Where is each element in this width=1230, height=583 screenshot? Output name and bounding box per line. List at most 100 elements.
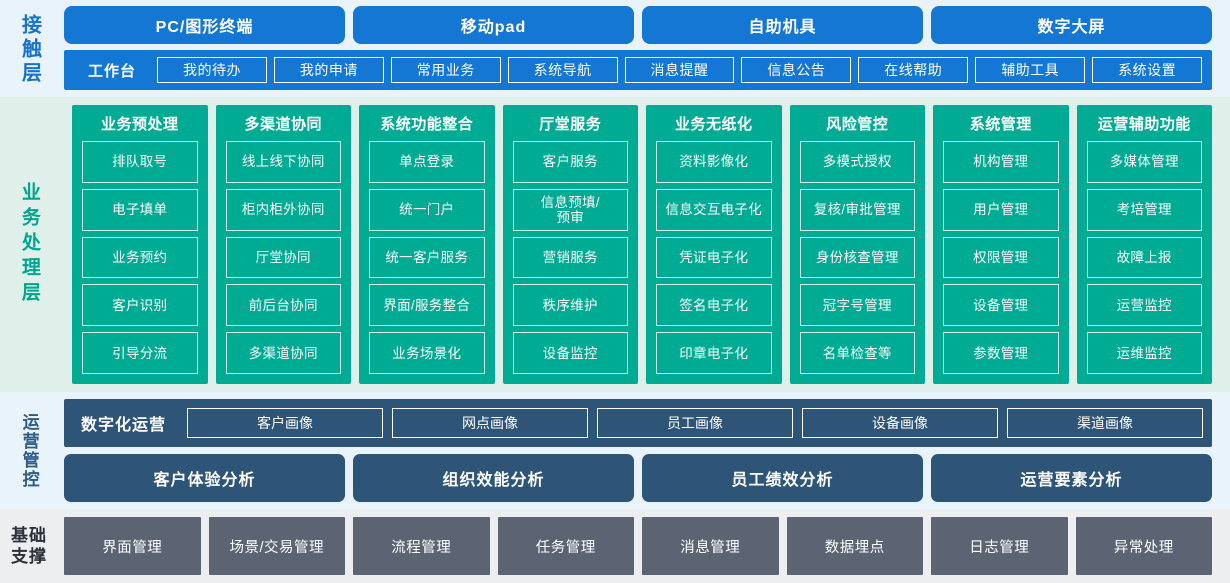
portrait-item[interactable]: 客户画像 — [187, 408, 384, 438]
business-item[interactable]: 引导分流 — [82, 332, 198, 374]
business-item[interactable]: 统一客户服务 — [369, 236, 485, 279]
business-column-title: 风险管控 — [826, 116, 889, 133]
business-item[interactable]: 排队取号 — [82, 141, 198, 183]
foundation-item[interactable]: 流程管理 — [353, 517, 490, 575]
business-item[interactable]: 设备管理 — [943, 284, 1059, 327]
analysis-item[interactable]: 客户体验分析 — [64, 454, 345, 502]
business-column: 风险管控 多模式授权 复核/审批管理 身份核查管理 冠字号管理 名单检查等 — [789, 105, 925, 384]
business-item[interactable]: 前后台协同 — [225, 284, 341, 327]
business-item[interactable]: 界面/服务整合 — [369, 284, 485, 327]
business-item[interactable]: 名单检查等 — [799, 332, 915, 374]
business-column-title: 业务预处理 — [100, 116, 179, 133]
business-item[interactable]: 设备监控 — [512, 332, 628, 374]
foundation-item[interactable]: 场景/交易管理 — [208, 517, 345, 575]
business-item[interactable]: 厅堂协同 — [225, 236, 341, 279]
business-layer-label: 业务处理层 — [0, 105, 58, 384]
business-item[interactable]: 信息交互电子化 — [656, 188, 772, 231]
channel-button[interactable]: 移动pad — [353, 6, 634, 44]
foundation-item[interactable]: 界面管理 — [64, 517, 201, 575]
foundation-item-row: 界面管理 场景/交易管理 流程管理 任务管理 消息管理 数据埋点 日志管理 异常… — [58, 517, 1230, 575]
business-item[interactable]: 统一门户 — [369, 188, 485, 231]
business-item[interactable]: 秩序维护 — [512, 284, 628, 327]
contact-layer-body: PC/图形终端 移动pad 自助机具 数字大屏 工作台 我的待办 我的申请 常用… — [58, 6, 1230, 93]
channel-button-row: PC/图形终端 移动pad 自助机具 数字大屏 — [58, 6, 1230, 44]
nav-item[interactable]: 在线帮助 — [858, 57, 969, 83]
business-item-list: 多媒体管理 考培管理 故障上报 运营监控 运维监控 — [1086, 141, 1202, 374]
nav-item[interactable]: 系统设置 — [1092, 57, 1203, 83]
portrait-item[interactable]: 网点画像 — [392, 408, 589, 438]
business-item[interactable]: 复核/审批管理 — [799, 188, 915, 231]
business-item[interactable]: 信息预填/ 预审 — [512, 188, 628, 231]
business-column: 业务预处理 排队取号 电子填单 业务预约 客户识别 引导分流 — [72, 105, 208, 384]
nav-item[interactable]: 系统导航 — [507, 57, 618, 83]
contact-layer: 接触层 PC/图形终端 移动pad 自助机具 数字大屏 工作台 我的待办 我的申… — [0, 0, 1230, 97]
business-item[interactable]: 资料影像化 — [656, 141, 772, 183]
foundation-item[interactable]: 异常处理 — [1075, 517, 1212, 575]
operations-layer: 运营管控 数字化运营 客户画像 网点画像 员工画像 设备画像 渠道画像 客户体验… — [0, 392, 1230, 509]
business-item[interactable]: 柜内柜外协同 — [225, 188, 341, 231]
business-item[interactable]: 考培管理 — [1086, 188, 1202, 231]
business-column-title: 运营辅助功能 — [1097, 116, 1191, 133]
business-item[interactable]: 单点登录 — [369, 141, 485, 183]
business-column-title: 业务无纸化 — [674, 116, 753, 133]
business-layer: 业务处理层 业务预处理 排队取号 电子填单 业务预约 客户识别 引导分流 多渠道… — [0, 97, 1230, 392]
foundation-item[interactable]: 日志管理 — [931, 517, 1068, 575]
portrait-item[interactable]: 渠道画像 — [1007, 408, 1204, 438]
operations-layer-body: 数字化运营 客户画像 网点画像 员工画像 设备画像 渠道画像 客户体验分析 组织… — [58, 399, 1230, 502]
business-column: 多渠道协同 线上线下协同 柜内柜外协同 厅堂协同 前后台协同 多渠道协同 — [215, 105, 351, 384]
business-item[interactable]: 客户识别 — [82, 284, 198, 327]
nav-item[interactable]: 信息公告 — [741, 57, 852, 83]
foundation-layer-label: 基础 支撑 — [0, 517, 58, 575]
business-item[interactable]: 机构管理 — [943, 141, 1059, 183]
business-item[interactable]: 业务场景化 — [369, 332, 485, 374]
business-item[interactable]: 多模式授权 — [799, 141, 915, 183]
business-item[interactable]: 参数管理 — [943, 332, 1059, 374]
business-item[interactable]: 身份核查管理 — [799, 236, 915, 279]
business-item[interactable]: 业务预约 — [82, 236, 198, 279]
business-layer-body: 业务预处理 排队取号 电子填单 业务预约 客户识别 引导分流 多渠道协同 线上线… — [58, 105, 1230, 384]
analysis-item[interactable]: 组织效能分析 — [353, 454, 634, 502]
business-item[interactable]: 多渠道协同 — [225, 332, 341, 374]
nav-item[interactable]: 我的申请 — [273, 57, 384, 83]
workbench-nav-bar: 工作台 我的待办 我的申请 常用业务 系统导航 消息提醒 信息公告 在线帮助 辅… — [64, 50, 1212, 90]
digital-operations-row: 数字化运营 客户画像 网点画像 员工画像 设备画像 渠道画像 — [64, 399, 1212, 447]
business-item[interactable]: 权限管理 — [943, 236, 1059, 279]
business-item[interactable]: 运维监控 — [1086, 332, 1202, 374]
nav-item[interactable]: 辅助工具 — [975, 57, 1086, 83]
business-item[interactable]: 签名电子化 — [656, 284, 772, 327]
business-item[interactable]: 冠字号管理 — [799, 284, 915, 327]
foundation-item[interactable]: 数据埋点 — [786, 517, 923, 575]
channel-button[interactable]: 数字大屏 — [931, 6, 1212, 44]
channel-button[interactable]: PC/图形终端 — [64, 6, 345, 44]
business-item[interactable]: 用户管理 — [943, 188, 1059, 231]
analysis-item[interactable]: 运营要素分析 — [931, 454, 1212, 502]
business-item[interactable]: 电子填单 — [82, 188, 198, 231]
business-column-title: 厅堂服务 — [539, 116, 602, 133]
business-layer-label-text: 业务处理层 — [18, 182, 40, 307]
business-item[interactable]: 客户服务 — [512, 141, 628, 183]
business-item[interactable]: 营销服务 — [512, 236, 628, 279]
operations-layer-label-text: 运营管控 — [19, 412, 39, 489]
channel-button[interactable]: 自助机具 — [642, 6, 923, 44]
business-item[interactable]: 运营监控 — [1086, 284, 1202, 327]
nav-item[interactable]: 消息提醒 — [624, 57, 735, 83]
contact-layer-label-text: 接触层 — [18, 13, 41, 86]
foundation-layer-body: 界面管理 场景/交易管理 流程管理 任务管理 消息管理 数据埋点 日志管理 异常… — [58, 517, 1230, 575]
business-item[interactable]: 印章电子化 — [656, 332, 772, 374]
analysis-item[interactable]: 员工绩效分析 — [642, 454, 923, 502]
foundation-layer-label-line1: 基础 — [11, 525, 47, 545]
foundation-layer-label-line2: 支撑 — [11, 547, 47, 566]
business-item[interactable]: 故障上报 — [1086, 236, 1202, 279]
business-item[interactable]: 多媒体管理 — [1086, 141, 1202, 183]
foundation-item[interactable]: 消息管理 — [642, 517, 779, 575]
portrait-item[interactable]: 员工画像 — [597, 408, 794, 438]
business-item-list: 线上线下协同 柜内柜外协同 厅堂协同 前后台协同 多渠道协同 — [225, 141, 341, 374]
business-item-list: 客户服务 信息预填/ 预审 营销服务 秩序维护 设备监控 — [512, 141, 628, 374]
business-item[interactable]: 线上线下协同 — [225, 141, 341, 183]
nav-item[interactable]: 我的待办 — [157, 57, 267, 83]
portrait-item[interactable]: 设备画像 — [802, 408, 999, 438]
nav-item[interactable]: 常用业务 — [390, 57, 501, 83]
business-item[interactable]: 凭证电子化 — [656, 236, 772, 279]
foundation-item[interactable]: 任务管理 — [497, 517, 634, 575]
